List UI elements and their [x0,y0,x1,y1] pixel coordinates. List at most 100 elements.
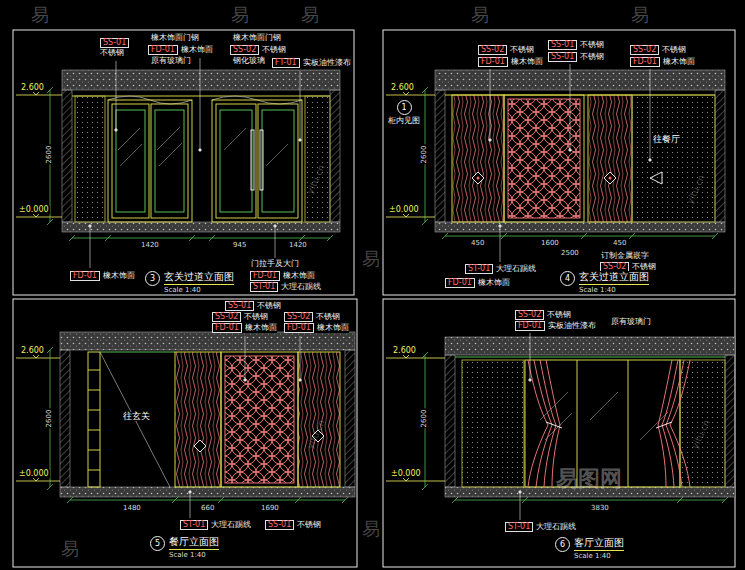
material-code: FD-01 [212,323,242,333]
material-callout: SS-02不锈钢 [478,45,534,55]
entry-doors [216,104,256,218]
material-name: 大理石踢线 [281,283,321,291]
dimension-line [69,235,75,241]
living-room-wall [540,392,568,420]
living-room-wall [462,360,524,487]
number-circle: 4 [560,271,575,286]
leader-line [530,333,531,380]
drawing-title-text: 餐厅立面图 [169,536,219,550]
dimension: 3830 [590,505,610,512]
annotation-text: 橡木饰面门钢 [150,34,200,42]
wall-hatch [435,90,445,222]
material-name: 不锈钢 [632,263,656,271]
material-callout: FT-01实板油性漆布 [272,58,351,68]
material-name: 不锈钢 [662,46,686,54]
title-block: 玄关过道立面图Scale 1:40 [164,271,234,294]
level-mark: 2.600 [20,84,45,92]
dimension-line [422,87,428,93]
dimension-line [47,87,728,503]
leader-line [649,159,652,162]
callout-number: 6 [560,541,565,549]
entry-doors [157,127,180,150]
leader-line [519,491,522,494]
ceiling-slab [60,487,355,497]
leader-line [500,226,501,262]
material-callout: ST-01大理石踢线 [465,264,536,274]
ceiling-slab [60,70,735,497]
entry-doors [112,104,149,218]
drawing-title: 4 玄关过道立面图Scale 1:40 [560,271,649,294]
dimension: 2600 [421,409,428,429]
material-callout: SS-02不锈钢 [212,312,268,322]
material-name: 大理石踢线 [496,265,536,273]
dimension: 2600 [46,409,53,429]
leader-line [300,336,301,380]
dimension-line [189,235,195,241]
dimension: 450 [470,240,485,247]
dimension-line [209,235,215,241]
material-callout: ST-01大理石踢线 [180,520,251,530]
scale-text: Scale 1:40 [579,286,616,294]
entry-doors [116,110,145,212]
material-callout: SS-02不锈钢 [284,312,340,322]
material-name: 不锈钢 [257,302,281,310]
curtain [540,360,556,487]
material-callout: SS-01不锈钢 [265,520,321,530]
number-circle: 6 [555,537,570,552]
dimension: 1480 [122,505,142,512]
drawing-title: 5餐厅立面图Scale 1:40 [150,536,219,559]
watermark: 易 [230,6,250,24]
material-code: ST-01 [505,522,533,532]
material-name: 大理石踢线 [536,523,576,531]
entry-doors [155,110,184,212]
dimension-line [70,500,345,501]
material-code: SS-01 [548,40,577,50]
dimension-line [522,497,528,503]
curtain [658,360,672,487]
drawing-title-text: 玄关过道立面图 [579,271,649,285]
leader-line [189,491,192,494]
leader-line [245,336,246,380]
material-code: FD-01 [148,45,178,55]
material-code: SS-01 [225,301,254,311]
dimension-line [47,219,53,225]
leader-line [499,225,502,228]
ceiling-slab [60,332,355,350]
wall-hatch [330,90,340,222]
callout-number: 4 [565,275,570,283]
material-name: 橡木饰面 [245,324,277,332]
callout-number: 3 [150,275,155,283]
dimension-line [327,235,333,241]
annotation-text: 钢化玻璃 [232,57,266,65]
level-mark: ±0.000 [18,470,50,478]
curtain [546,422,562,428]
wall-hatch [60,350,70,487]
material-code: SS-02 [515,310,544,320]
scale-text: Scale 1:40 [164,286,201,294]
material-name: 橡木饰面 [103,272,135,280]
entry-doors [212,100,302,222]
material-code: ST-01 [465,264,493,274]
leader-line [90,226,91,268]
leader-line [115,129,118,132]
lattice-screen [650,172,662,184]
number-circle: 1 [397,100,412,115]
material-code: SS-02 [284,312,313,322]
sheet-frame [13,299,357,567]
wall-hatch [345,350,355,487]
material-name: 不锈钢 [262,46,286,54]
material-name: 橡木饰面 [283,272,315,280]
ceiling-slab [445,337,735,355]
material-callout: SS-01不锈钢 [548,40,604,50]
leader-line [274,225,277,228]
leader-line [520,492,521,520]
dimension-line [422,484,428,490]
title-block: 客厅立面图Scale 1:40 [574,537,624,560]
wall-hatch [62,90,72,222]
dimension-line [422,219,428,225]
material-name: 橡木饰面 [663,58,695,66]
material-callout: ST-01大理石踢线 [505,522,576,532]
entry-doors [258,104,298,218]
lattice-screen [508,99,580,218]
